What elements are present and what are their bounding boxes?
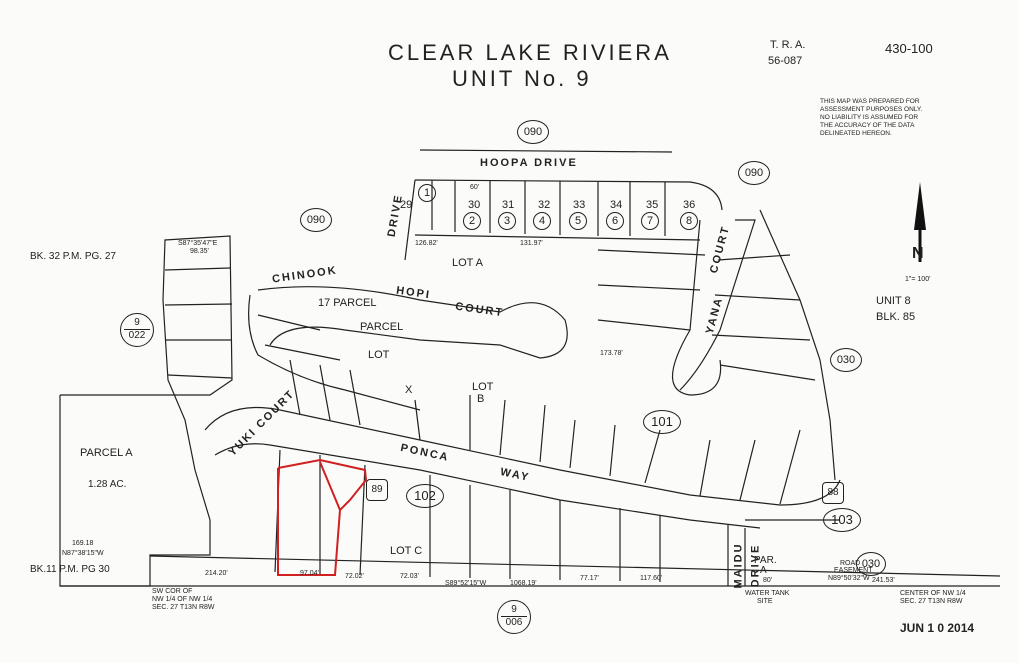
page-ref-9-022[interactable]: 9 022 — [120, 313, 154, 347]
page-ref-9-006-top: 9 — [511, 604, 517, 615]
dimension: 60' — [470, 184, 480, 191]
page-ref-030-right[interactable]: 030 — [830, 348, 862, 372]
sw-corner-2: NW 1/4 OF NW 1/4 — [152, 596, 213, 603]
map-title: CLEAR LAKE RIVIERA — [388, 40, 672, 65]
map-number: 430-100 — [885, 41, 933, 56]
lot-x-letter: X — [405, 384, 413, 396]
dimension: 169.18 — [72, 540, 94, 547]
dimension: 80' — [763, 577, 773, 584]
hoopa-lot: 32 — [538, 199, 551, 211]
book-ref-32: BK. 32 P.M. PG. 27 — [30, 251, 116, 262]
dimension: 117.60' — [640, 575, 663, 582]
dimension: 72.03' — [400, 573, 419, 580]
north-letter: N — [912, 245, 924, 262]
parcel-a-area: 1.28 AC. — [88, 479, 127, 490]
dimension: 241.53' — [872, 577, 895, 584]
page-ref-9-006-bottom: 006 — [501, 616, 527, 628]
lot-x-label: LOT — [368, 349, 390, 361]
dimension: 131.97' — [520, 240, 543, 247]
parcel-circle[interactable]: 3 — [498, 212, 516, 230]
page-ref-102[interactable]: 102 — [406, 484, 444, 508]
page-ref-103[interactable]: 103 — [823, 508, 861, 532]
page-ref-9-022-top: 9 — [134, 317, 140, 328]
water-tank-1: WATER TANK — [745, 590, 790, 597]
dimension: N89°50'32"W — [828, 575, 870, 582]
dimension: 98.35' — [190, 248, 209, 255]
hoopa-lot: 29 — [400, 199, 413, 211]
dimension: 72.02' — [345, 573, 364, 580]
parcel-circle[interactable]: 4 — [533, 212, 551, 230]
lot-b-label: LOT — [472, 381, 494, 393]
dimension: 77.17' — [580, 575, 599, 582]
sw-corner-3: SEC. 27 T13N R8W — [152, 604, 215, 611]
page-ref-89[interactable]: 89 — [366, 479, 388, 501]
lot-b-letter: B — [477, 393, 485, 405]
dimension: S87°35'47"E — [178, 240, 218, 247]
road-easement-1: ROAD — [840, 560, 861, 567]
dimension: 126.82' — [415, 240, 438, 247]
parcel-circle[interactable]: 2 — [463, 212, 481, 230]
center-corner-2: SEC. 27 T13N R8W — [900, 598, 963, 605]
lot-a-label: LOT A — [452, 257, 483, 269]
hoopa-lot: 30 — [468, 199, 481, 211]
dimension: 173.78' — [600, 350, 623, 357]
parcel-circle[interactable]: 7 — [641, 212, 659, 230]
par-a-letter: A — [760, 565, 767, 576]
street-maidu: MAIDU — [732, 542, 745, 589]
dimension: N87°38'15"W — [62, 550, 104, 557]
dimension: 97.04' — [300, 570, 319, 577]
street-hoopa: HOOPA DRIVE — [480, 157, 578, 169]
lot-c-label: LOT C — [390, 545, 423, 557]
parcel-circle[interactable]: 5 — [569, 212, 587, 230]
page-ref-9-022-bottom: 022 — [124, 329, 150, 341]
page-ref-9-006[interactable]: 9 006 — [497, 600, 531, 634]
road-easement-2: EASEMENT — [834, 567, 873, 574]
center-corner-1: CENTER OF NW 1/4 — [900, 590, 966, 597]
parcel-circle[interactable]: 8 — [680, 212, 698, 230]
north-arrow-graphic — [914, 182, 926, 262]
dimension: 1068.19' — [510, 580, 537, 587]
blk85-label: BLK. 85 — [876, 311, 916, 323]
scale-label: 1"= 100' — [905, 276, 931, 283]
page-ref-030-bottom[interactable]: 030 — [856, 552, 886, 576]
dimension: S89°52'15"W — [445, 580, 487, 587]
parcel-17-label: 17 PARCEL — [318, 297, 377, 309]
tra-label: T. R. A. — [770, 39, 806, 51]
parcel-circle[interactable]: 1 — [418, 184, 436, 202]
parcel-a-label: PARCEL A — [80, 447, 133, 459]
page-ref-101[interactable]: 101 — [643, 410, 681, 434]
page-ref-090-top[interactable]: 090 — [517, 120, 549, 144]
page-ref-090-left[interactable]: 090 — [300, 208, 332, 232]
map-subtitle: UNIT No. 9 — [452, 66, 592, 91]
water-tank-2: SITE — [757, 598, 773, 605]
book-ref-11: BK.11 P.M. PG 30 — [30, 564, 110, 575]
hoopa-lot: 31 — [502, 199, 515, 211]
page-ref-88[interactable]: 88 — [822, 482, 844, 504]
par-a-label: PAR. — [754, 555, 777, 566]
tra-value: 56-087 — [768, 55, 803, 67]
parcel-label: PARCEL — [360, 321, 404, 333]
date-stamp: JUN 1 0 2014 — [900, 621, 975, 635]
hoopa-lot: 36 — [683, 199, 696, 211]
page-ref-090-right[interactable]: 090 — [738, 161, 770, 185]
hoopa-lot: 34 — [610, 199, 623, 211]
sw-corner-1: SW COR OF — [152, 588, 193, 595]
hoopa-lot: 33 — [573, 199, 586, 211]
hoopa-lot: 35 — [646, 199, 659, 211]
parcel-circle[interactable]: 6 — [606, 212, 624, 230]
dimension: 214.20' — [205, 570, 228, 577]
disclaimer-note: THIS MAP WAS PREPARED FOR ASSESSMENT PUR… — [820, 98, 923, 137]
unit8-label: UNIT 8 — [876, 295, 911, 307]
